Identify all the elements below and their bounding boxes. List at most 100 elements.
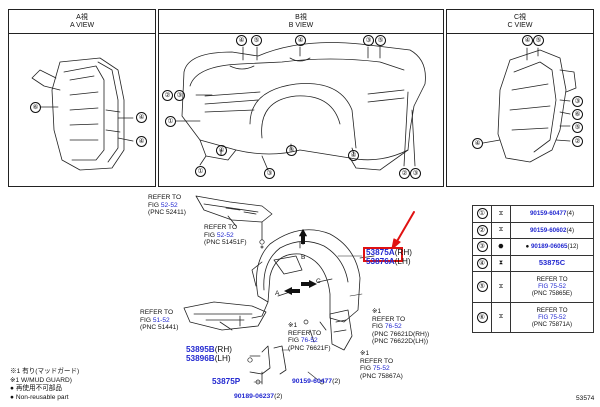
legend-pnc-6: (PNC 75871A) xyxy=(531,320,573,328)
legend-row-3: ③ ⬣ ● 90189-06065(12) xyxy=(472,238,594,256)
callout-5-c1: ⑤ xyxy=(533,35,544,46)
ref-76621f-pnc: (PNC 76621F) xyxy=(288,344,331,352)
clip-90189-06237-link[interactable]: 90189-06237 xyxy=(234,393,275,400)
ref-51451f: REFER TO FIG 52-52 (PNC 51451F) xyxy=(204,224,247,247)
legend-row-6: ⑥ ⧖ REFER TO FIG 75-52 (PNC 75871A) xyxy=(472,301,594,334)
callout-3-b3: ③ xyxy=(264,168,275,179)
part-53876a-link[interactable]: 53876A xyxy=(366,257,395,266)
note-2-en: ● Non-reusable part xyxy=(10,393,69,401)
part-53896b-label: 53896B(LH) xyxy=(186,354,231,363)
red-pointer-arrow xyxy=(391,211,415,250)
callout-4-b3: ④ xyxy=(216,145,227,156)
ref-76621f-fig-link[interactable]: 76-52 xyxy=(300,337,318,344)
legend-part-3[interactable]: 90189-06065 xyxy=(530,243,568,251)
callout-4-a2: ④ xyxy=(136,136,147,147)
leader-lines xyxy=(253,255,363,383)
clip-icon: ⧖ xyxy=(498,209,504,217)
legend-num-6: ⑥ xyxy=(476,311,488,323)
note-2-ja: ● 再使用不可部品 xyxy=(10,385,62,392)
ref-76621d-fig-link[interactable]: 76-52 xyxy=(384,323,402,330)
b-view-liner-drawing xyxy=(175,42,426,171)
part-53875a-side: (RH) xyxy=(394,248,412,257)
part-53895b-side: (RH) xyxy=(214,345,232,354)
direction-arrows xyxy=(284,229,317,295)
upper-shield-drawing xyxy=(195,195,273,241)
ref-76621d-note: ※1 xyxy=(372,308,382,315)
part-53895b-label: 53895B(RH) xyxy=(186,345,232,354)
ref-75867a-note: ※1 xyxy=(360,350,370,357)
legend-row-4: ④ ⧗ 53875C xyxy=(472,254,594,273)
callout-3-b2: ③ xyxy=(174,90,185,101)
legend-num-5: ⑤ xyxy=(476,281,488,293)
callout-4-b2: ④ xyxy=(295,35,306,46)
c-view-liner-drawing xyxy=(482,47,577,163)
part-53876a-label: 53876A(LH) xyxy=(366,257,411,266)
b-view-title-ja: B視 xyxy=(295,14,307,21)
mud-guard-drawing xyxy=(249,309,353,385)
callout-6-a: ⑥ xyxy=(30,102,41,113)
ref-75867a-fig-link[interactable]: 75-52 xyxy=(372,365,390,372)
clip-icon: ⧗ xyxy=(498,259,504,267)
fastener-legend-table: ① ⧖ 90159-60477(4) ② ⧖ 90159-60602(4) ③ … xyxy=(472,205,594,334)
part-53895b-link[interactable]: 53895B xyxy=(186,345,215,354)
ref-51451f-fig-label: FIG xyxy=(204,231,215,239)
ref-51441-fig-link[interactable]: 51-52 xyxy=(152,316,170,324)
legend-part-1[interactable]: 90159-60477 xyxy=(529,210,567,218)
arrow-label-b: B xyxy=(301,254,306,261)
ref-51441-fig-label: FIG xyxy=(140,316,151,324)
nut-icon: ⬣ xyxy=(498,243,504,251)
legend-row-5: ⑤ ⧖ REFER TO FIG 75-52 (PNC 75865E) xyxy=(472,271,594,303)
ref-52411-fig-label: FIG xyxy=(148,201,159,209)
legend-refer-5: REFER TO xyxy=(536,276,568,284)
part-53875a-label: 53875A(RH) xyxy=(366,248,412,257)
callout-3-c: ③ xyxy=(572,96,583,107)
ref-75867a: ※1 REFER TO FIG 75-52 (PNC 75867A) xyxy=(360,350,403,380)
clip-90189-06237-qty: (2) xyxy=(274,393,283,400)
legend-qty-3: (12) xyxy=(567,243,579,251)
ref-76621f: ※1 REFER TO FIG 76-52 (PNC 76621F) xyxy=(288,322,331,352)
ref-51441-refer: REFER TO xyxy=(140,309,174,316)
legend-part-4[interactable]: 53875C xyxy=(538,258,566,268)
callout-1-b1: ① xyxy=(165,116,176,127)
ref-76621d-pnc-lh: (PNC 76622D(LH)) xyxy=(372,338,429,345)
callout-5-b2: ⑤ xyxy=(375,35,386,46)
callout-2-b2: ② xyxy=(399,168,410,179)
ref-52411-fig-link[interactable]: 52-52 xyxy=(160,201,178,209)
lower-cover-drawing xyxy=(183,301,267,331)
ref-76621f-refer: REFER TO xyxy=(288,329,322,337)
ref-51441: REFER TO FIG 51-52 (PNC 51441) xyxy=(140,309,178,332)
a-view-liner-drawing xyxy=(31,57,134,171)
legend-row-2: ② ⧖ 90159-60602(4) xyxy=(472,221,594,240)
callout-3-b1: ③ xyxy=(363,35,374,46)
ref-52411-refer: REFER TO xyxy=(148,194,182,201)
clip-90189-06237-label: 90189-06237(2) xyxy=(234,393,282,401)
legend-bullet-3: ● xyxy=(525,243,530,251)
legend-fig-6[interactable]: FIG 75-52 xyxy=(538,313,566,321)
part-53896b-side: (LH) xyxy=(214,354,231,363)
clip-icon: ⧖ xyxy=(498,226,504,234)
ref-75867a-fig-label: FIG xyxy=(360,365,371,372)
part-53875a-link[interactable]: 53875A xyxy=(366,248,395,257)
part-53875p-link[interactable]: 53875P xyxy=(212,377,241,386)
legend-part-2[interactable]: 90159-60602 xyxy=(529,226,567,234)
clip-icon: ⧖ xyxy=(498,282,504,290)
c-view-panel: C視 C VIEW xyxy=(446,9,594,187)
callout-4-c2: ④ xyxy=(472,138,483,149)
legend-qty-1: (4) xyxy=(566,210,575,218)
legend-qty-2: (4) xyxy=(566,226,575,234)
part-53896b-link[interactable]: 53896B xyxy=(186,354,215,363)
ref-75867a-refer: REFER TO xyxy=(360,357,394,365)
clip-90159-60477-label: 90159-60477(2) xyxy=(292,378,340,386)
clip-90159-60477-link[interactable]: 90159-60477 xyxy=(292,378,333,385)
ref-76621d-pnc-rh: (PNC 76621D(RH)) xyxy=(372,330,430,338)
main-liner-drawing xyxy=(251,229,375,323)
b-view-title-en: B VIEW xyxy=(288,22,314,29)
ref-76621f-note: ※1 xyxy=(288,322,298,329)
ref-52411-pnc: (PNC 52411) xyxy=(148,209,186,216)
ref-51451f-fig-link[interactable]: 52-52 xyxy=(216,231,234,239)
legend-fig-5[interactable]: FIG 75-52 xyxy=(538,283,566,291)
ref-51451f-refer: REFER TO xyxy=(204,224,238,231)
legend-pnc-5: (PNC 75865E) xyxy=(531,290,573,298)
callout-4-b1: ④ xyxy=(236,35,247,46)
